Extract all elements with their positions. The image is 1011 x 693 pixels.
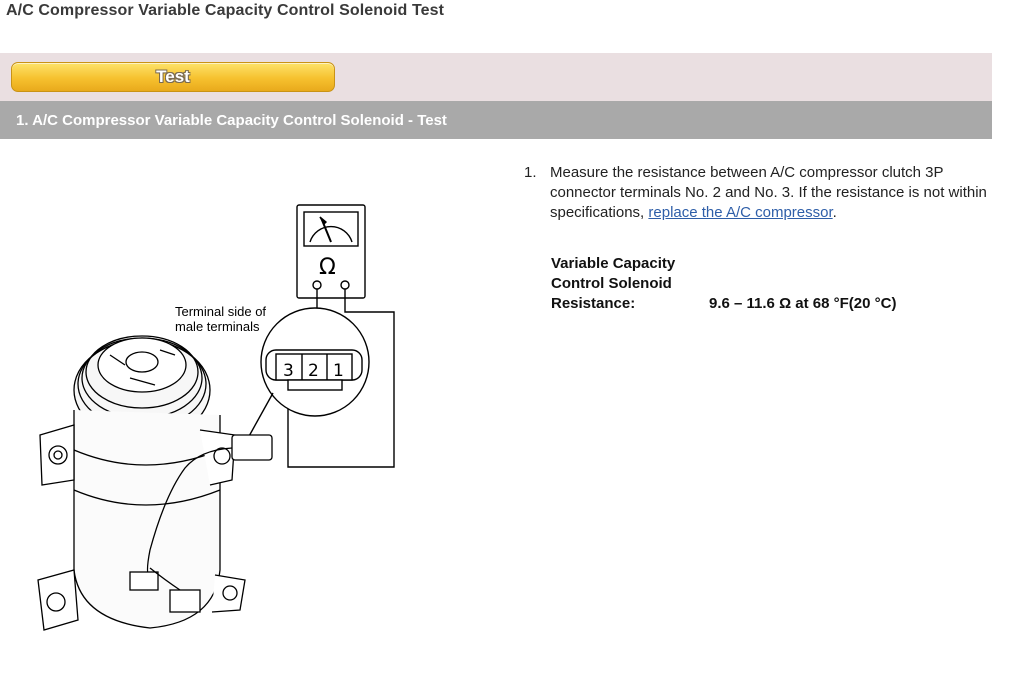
step-text-after: . — [832, 204, 837, 221]
test-tab-label: Test — [156, 67, 190, 86]
section-heading: 1. A/C Compressor Variable Capacity Cont… — [16, 111, 447, 129]
callout-line-1: Terminal side of — [175, 304, 266, 319]
step-text: Measure the resistance between A/C compr… — [550, 163, 994, 223]
ohm-symbol: Ω — [319, 255, 336, 280]
ac-compressor-icon — [37, 335, 273, 631]
resistance-spec: Variable Capacity Control Solenoid Resis… — [551, 254, 896, 314]
step-item: 1. Measure the resistance between A/C co… — [524, 163, 994, 223]
connector-3p — [265, 349, 363, 391]
section-heading-bar: 1. A/C Compressor Variable Capacity Cont… — [0, 101, 992, 139]
page-title: A/C Compressor Variable Capacity Control… — [6, 2, 445, 19]
spec-label-line-3: Resistance: — [551, 295, 636, 312]
replace-compressor-link[interactable]: replace the A/C compressor — [648, 204, 833, 221]
spec-value: 9.6 – 11.6 Ω at 68 °F(20 °C) — [709, 295, 897, 312]
ohmmeter-icon — [296, 204, 366, 299]
procedure-steps: 1. Measure the resistance between A/C co… — [524, 163, 994, 223]
callout-line-2: male terminals — [175, 319, 260, 334]
terminal-1-label: 1 — [333, 361, 344, 381]
terminal-3-label: 3 — [283, 361, 294, 381]
step-number: 1. — [524, 164, 537, 181]
spec-label-line-2: Control Solenoid — [551, 275, 672, 292]
terminal-2-label: 2 — [308, 361, 319, 381]
test-tab-button[interactable]: Test — [11, 62, 335, 92]
spec-label-line-1: Variable Capacity — [551, 255, 676, 272]
step-text-before: Measure the resistance between A/C compr… — [550, 164, 987, 221]
compressor-test-diagram: Ω 3 2 1 Terminal side of male terminals — [37, 204, 395, 631]
